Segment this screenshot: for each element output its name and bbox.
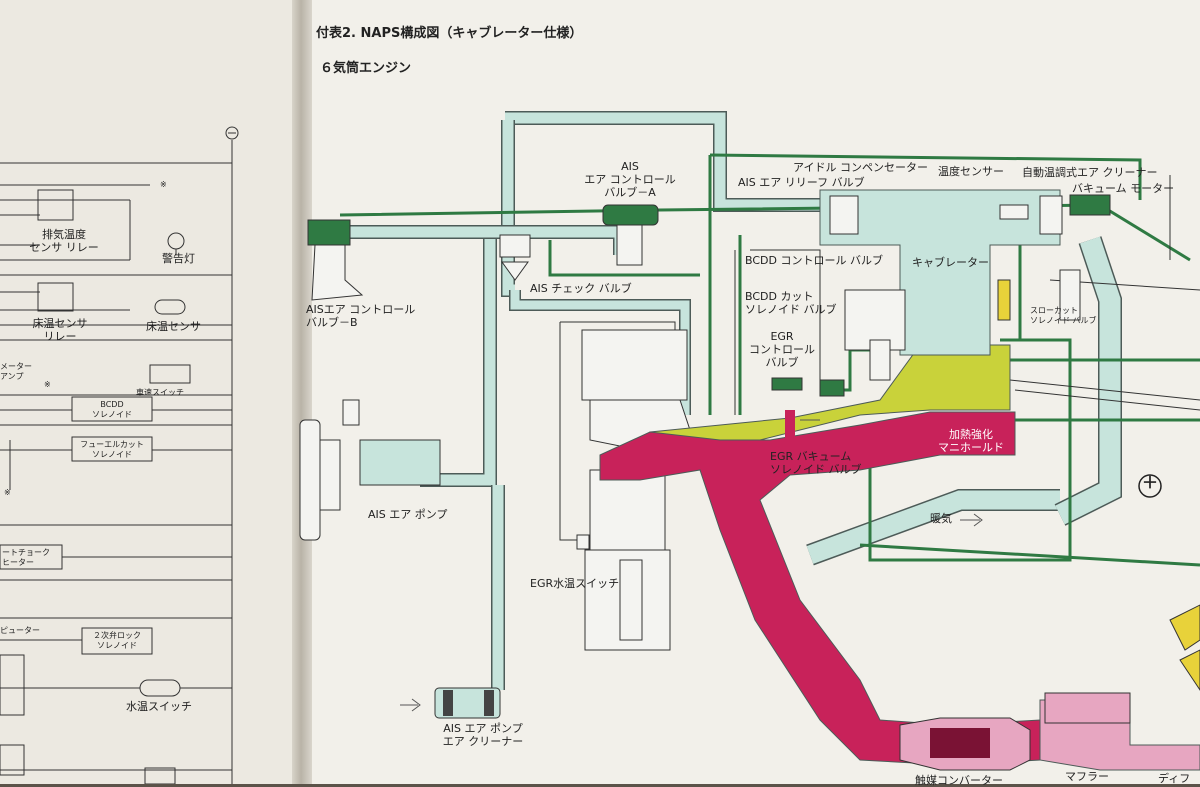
plus-terminal-label: ＋ [1142,473,1159,492]
vehicle-speed-switch-label: 車速スイッチ [136,388,184,397]
auto-air-cleaner-label: 自動温調式エア クリーナー [1022,166,1158,179]
ais-air-pump-label: AIS エア ポンプ [368,508,448,521]
egr-vacuum-solenoid-label: EGR バキューム ソレノイド バルブ [770,450,862,476]
ais-valve-b-label: AISエア コントロール バルブ－B [306,303,416,329]
catalytic-converter-label: 触媒コンバーター [915,774,1003,787]
carburetor-label: キャブレーター [912,256,989,269]
muffler-label: マフラー [1065,770,1109,783]
egr-control-valve-label: EGR コントロール バルブ [749,330,815,369]
auto-choke-heater-label: ートチョーク ヒーター [2,548,50,567]
wiring-diagram [0,126,239,784]
ais-pump-air-cleaner-label: AIS エア ポンプ エア クリーナー [442,722,524,748]
temp-sensor-label: 温度センサー [938,165,1004,178]
asterisk-note: ※ [160,180,167,189]
asterisk-note: ※ [44,380,51,389]
page-gutter [292,0,312,784]
fuel-cut-solenoid-label: フューエルカット ソレノイド [80,440,144,459]
diffuser-label: ディフ [1158,772,1191,785]
floor-temp-relay-label: 床温センサ リレー [32,317,88,343]
heater-air-label: 暖気 [930,512,952,525]
vacuum-motor-label: バキューム モーター [1072,182,1175,195]
floor-temp-sensor-label: 床温センサ [146,320,201,333]
idle-compensator-label: アイドル コンペンセーター [793,161,928,174]
ais-valve-a-label: AIS エア コントロール バルブ－A [584,160,676,199]
secondary-lock-solenoid-label: ２次弁ロック ソレノイド [93,631,141,650]
exhaust-temp-relay-label: 排気温度 センサ リレー [29,228,99,254]
water-temp-switch-label: 水温スイッチ [126,700,192,713]
heated-manifold-label: 加熱強化 マニホールド [938,428,1004,454]
meter-amp-label: メーター アンプ [0,362,32,381]
bcdd-solenoid-label: BCDD ソレノイド [92,400,132,419]
bcdd-control-valve-label: BCDD コントロール バルブ [745,254,883,267]
bcdd-cut-solenoid-label: BCDD カット ソレノイド バルブ [745,290,837,316]
warning-lamp-label: 警告灯 [162,252,195,265]
asterisk-note: ※ [4,488,11,497]
page-subtitle: ６気筒エンジン [320,61,412,76]
egr-water-temp-switch-label: EGR水温スイッチ [530,577,620,590]
computer-label: ピューター [0,626,40,635]
page-title: 付表2. NAPS構成図（キャブレーター仕様） [316,26,583,41]
right-page [300,0,1200,784]
ais-check-valve-label: AIS チェック バルブ [530,282,632,295]
slow-cut-solenoid-label: スローカット ソレノイド バルブ [1030,306,1097,325]
ais-relief-valve-label: AIS エア リリーフ バルブ [738,176,865,189]
